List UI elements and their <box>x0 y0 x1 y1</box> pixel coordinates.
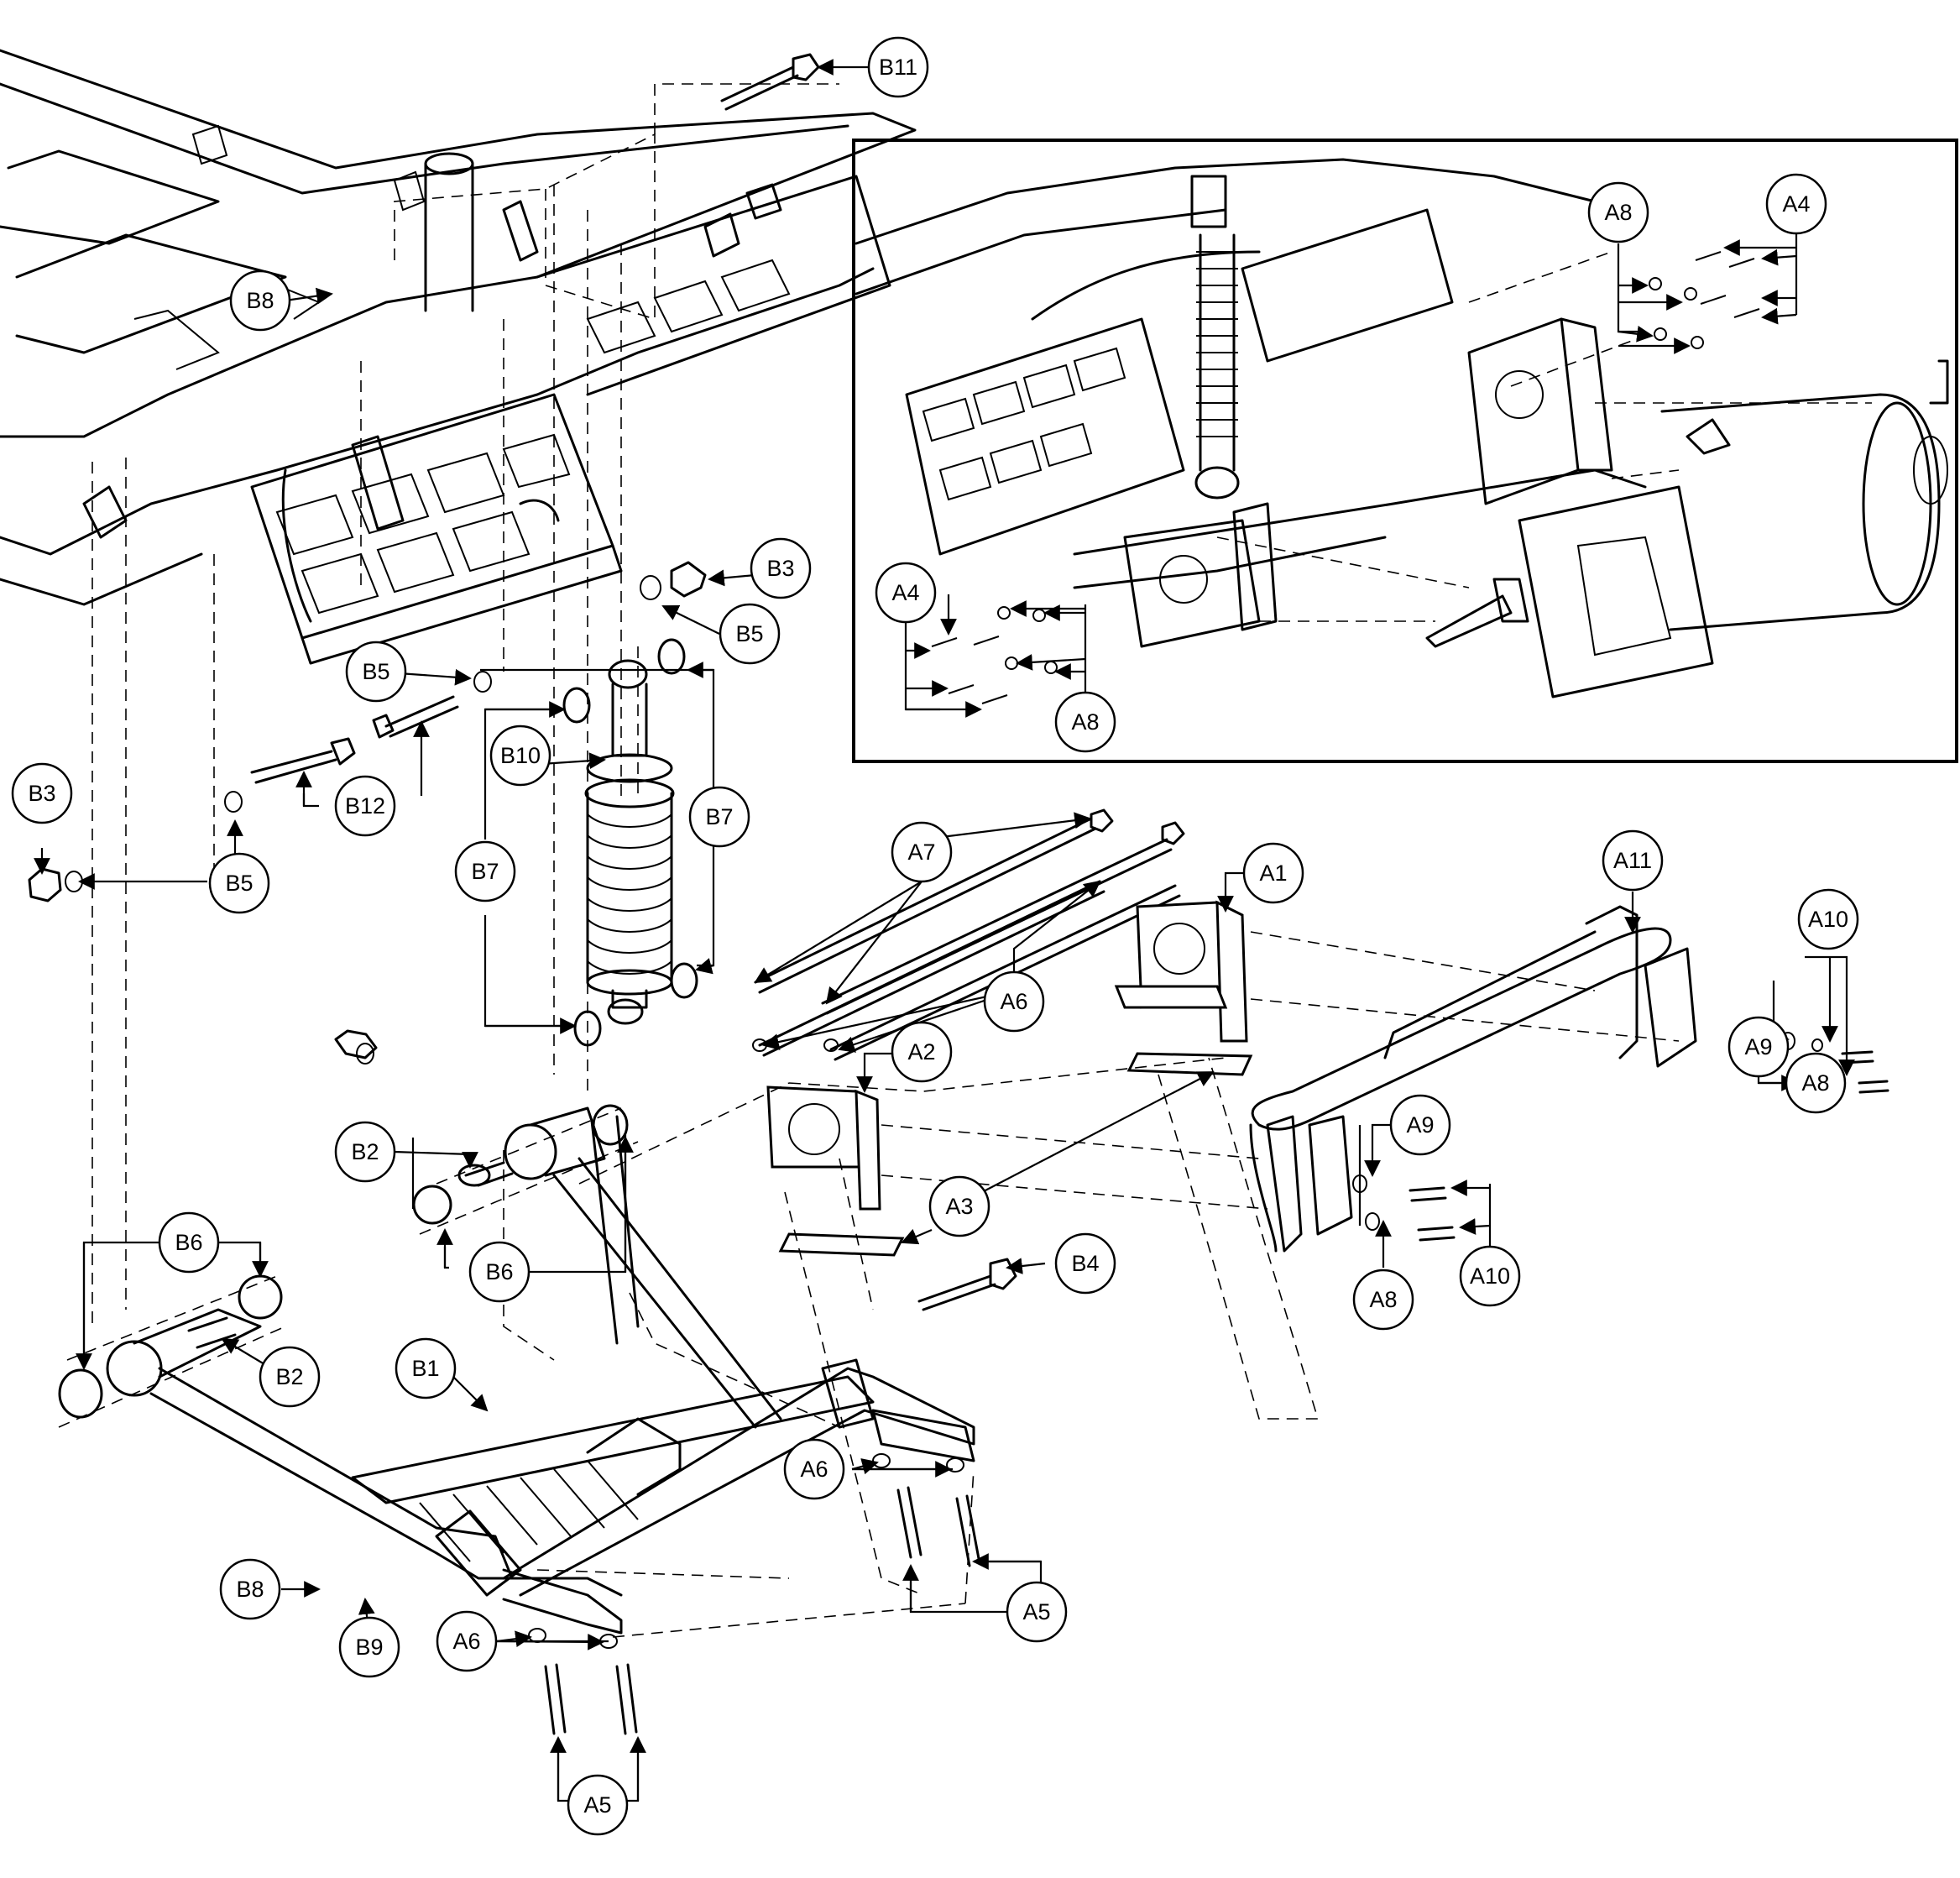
callout-b8-top-label: B8 <box>246 288 274 313</box>
alignment-lines-frame <box>91 83 839 1326</box>
crossbar-a11 <box>1249 905 1697 1253</box>
callout-a11-label: A11 <box>1613 848 1652 873</box>
callout-a11: A11 <box>1602 829 1664 892</box>
inset-bottom-hardware <box>931 606 1058 704</box>
callout-a10-mid: A10 <box>1459 1245 1521 1307</box>
callout-a5-right: A5 <box>1006 1581 1068 1643</box>
callout-a9-mid-label: A9 <box>1406 1112 1434 1138</box>
callout-b7-left-label: B7 <box>471 859 499 884</box>
callout-b6-upper: B6 <box>468 1241 531 1303</box>
callout-b2-lower: B2 <box>259 1346 321 1408</box>
callout-b5-mid: B5 <box>345 641 407 703</box>
alignment-lines-lower <box>58 931 1680 1638</box>
inset-detail-drawing <box>855 158 1949 704</box>
callout-a6-lower-left-label: A6 <box>452 1629 480 1654</box>
callout-a4-inset-bottom: A4 <box>875 562 937 624</box>
bracket-a2 <box>766 1085 905 1257</box>
callout-a8-inset-top-label: A8 <box>1604 200 1632 225</box>
callout-b7-right: B7 <box>688 786 750 848</box>
callout-b4: B4 <box>1054 1232 1116 1295</box>
callout-a8-right: A8 <box>1785 1052 1847 1114</box>
small-washers <box>528 1032 1832 1649</box>
callout-a9-right-label: A9 <box>1744 1034 1772 1059</box>
callout-a8-mid: A8 <box>1352 1269 1414 1331</box>
callout-a8-mid-label: A8 <box>1369 1287 1397 1312</box>
callout-b1: B1 <box>395 1337 457 1399</box>
callout-a4-inset-bottom-label: A4 <box>891 580 919 605</box>
callout-a8-right-label: A8 <box>1801 1070 1829 1096</box>
callout-a7: A7 <box>891 821 953 883</box>
callout-a9-right: A9 <box>1727 1016 1790 1078</box>
callout-a5-bottom: A5 <box>567 1774 629 1836</box>
shock-absorber <box>584 659 675 1025</box>
callout-a3-label: A3 <box>945 1194 973 1219</box>
callout-b7-right-label: B7 <box>705 804 733 829</box>
callout-b5-left: B5 <box>208 852 270 914</box>
link-rods <box>754 808 1185 1061</box>
callout-a10-right-label: A10 <box>1808 907 1848 932</box>
callout-a10-mid-label: A10 <box>1470 1263 1510 1289</box>
callout-b6-left: B6 <box>158 1211 220 1274</box>
callout-b8-top: B8 <box>229 269 291 332</box>
callout-b4-label: B4 <box>1071 1251 1099 1276</box>
callout-a6-lower-right-label: A6 <box>800 1457 828 1482</box>
callout-a1: A1 <box>1242 842 1304 904</box>
bracket-a1 <box>1114 900 1253 1076</box>
callout-a2: A2 <box>891 1021 953 1083</box>
callout-b2-upper: B2 <box>334 1121 396 1183</box>
callout-b11-label: B11 <box>879 55 917 80</box>
leader-lines <box>34 59 1855 1802</box>
callout-a6-upper: A6 <box>983 970 1045 1033</box>
callout-a4-inset-top-label: A4 <box>1782 191 1810 217</box>
callout-b2-lower-label: B2 <box>275 1364 303 1389</box>
callout-b3-right: B3 <box>750 537 812 599</box>
callout-a4-inset-top: A4 <box>1765 173 1827 235</box>
callout-a6-lower-left: A6 <box>436 1610 498 1672</box>
inset-top-hardware <box>1649 251 1760 349</box>
bolts <box>250 53 1889 1735</box>
callout-b9-label: B9 <box>355 1635 383 1660</box>
callout-a5-bottom-label: A5 <box>583 1792 611 1818</box>
callout-b5-mid-label: B5 <box>362 659 389 684</box>
callout-a8-inset-bottom-label: A8 <box>1071 709 1099 735</box>
callout-a9-mid: A9 <box>1389 1094 1451 1156</box>
callout-b5-right: B5 <box>719 603 781 665</box>
callout-b12: B12 <box>334 775 396 837</box>
callout-b3-left: B3 <box>11 762 73 824</box>
callout-b2-upper-label: B2 <box>351 1139 379 1164</box>
callout-a1-label: A1 <box>1259 861 1287 886</box>
callout-a8-inset-bottom: A8 <box>1054 691 1116 753</box>
callout-b5-right-label: B5 <box>735 621 763 646</box>
upper-a-arm <box>412 1104 782 1429</box>
callout-a6-upper-label: A6 <box>1000 989 1027 1014</box>
callout-a8-inset-top: A8 <box>1587 181 1649 243</box>
callout-b10-label: B10 <box>500 743 541 768</box>
callout-b5-left-label: B5 <box>225 871 253 896</box>
callout-b10: B10 <box>489 725 551 787</box>
callout-b7-left: B7 <box>454 840 516 902</box>
callout-b11: B11 <box>867 36 929 98</box>
callout-a2-label: A2 <box>907 1039 935 1065</box>
callout-b8-bottom: B8 <box>219 1558 281 1620</box>
callout-a3: A3 <box>928 1175 990 1237</box>
callout-b1-label: B1 <box>411 1356 439 1381</box>
callout-b12-label: B12 <box>345 793 385 819</box>
callout-b9: B9 <box>338 1616 400 1678</box>
callout-b6-upper-label: B6 <box>485 1259 513 1284</box>
callout-b3-right-label: B3 <box>766 556 794 581</box>
callout-b6-left-label: B6 <box>175 1230 202 1255</box>
callout-a10-right: A10 <box>1797 888 1859 950</box>
callout-a5-right-label: A5 <box>1022 1599 1050 1624</box>
callout-a6-lower-right: A6 <box>783 1438 845 1500</box>
inset-detail-frame <box>852 139 1958 763</box>
callout-b3-left-label: B3 <box>28 781 55 806</box>
callout-b8-bottom-label: B8 <box>236 1577 264 1602</box>
callout-a7-label: A7 <box>907 840 935 865</box>
